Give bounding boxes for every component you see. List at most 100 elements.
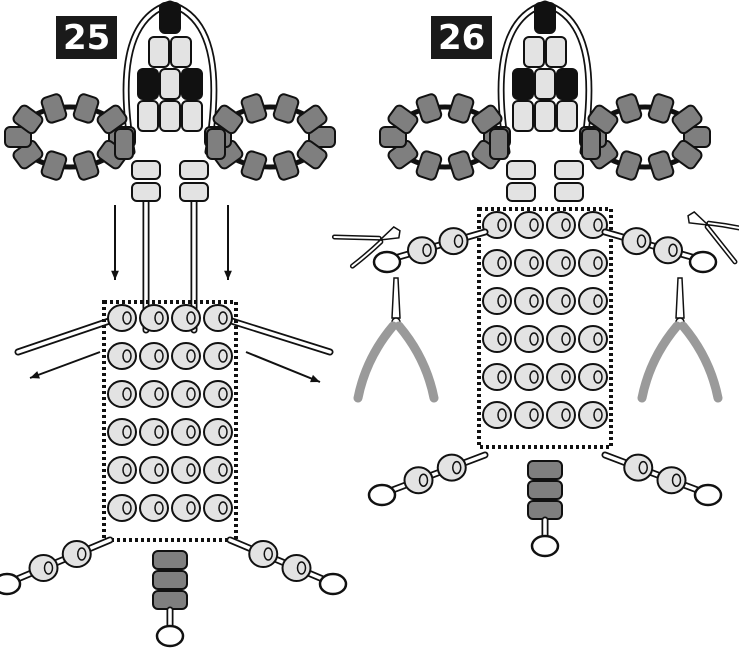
head-bead bbox=[171, 37, 191, 67]
head-bead bbox=[138, 101, 158, 131]
head-bead bbox=[149, 37, 169, 67]
head-bead bbox=[557, 69, 577, 99]
bead bbox=[438, 455, 466, 481]
bead bbox=[140, 495, 168, 521]
bead bbox=[108, 419, 136, 445]
wing-bead bbox=[448, 150, 475, 181]
cord-loop bbox=[157, 626, 183, 646]
wing-bead bbox=[240, 93, 267, 124]
leg-cord bbox=[15, 540, 110, 580]
bead bbox=[204, 305, 232, 331]
bead bbox=[623, 228, 651, 254]
body bbox=[479, 209, 611, 447]
bead bbox=[108, 457, 136, 483]
body bbox=[104, 302, 236, 540]
head-bead bbox=[160, 3, 180, 33]
neck-bead bbox=[555, 183, 583, 201]
pliers-icon bbox=[676, 278, 684, 318]
cord-loop bbox=[374, 252, 400, 272]
wing-bead bbox=[615, 93, 642, 124]
wing-bead bbox=[448, 93, 475, 124]
bead bbox=[579, 364, 607, 390]
head-bead bbox=[513, 69, 533, 99]
pliers-icon bbox=[399, 326, 434, 398]
bead bbox=[547, 212, 575, 238]
tail-bead bbox=[153, 591, 187, 609]
wing-bead bbox=[207, 129, 225, 159]
head-bead bbox=[535, 69, 555, 99]
wing-bead bbox=[415, 93, 442, 124]
arrow-icon bbox=[30, 371, 40, 378]
bead bbox=[624, 455, 652, 481]
bead bbox=[547, 364, 575, 390]
arrow-icon bbox=[310, 375, 320, 382]
side-cord bbox=[222, 318, 330, 352]
neck-bead bbox=[180, 161, 208, 179]
bead bbox=[579, 250, 607, 276]
bead bbox=[140, 343, 168, 369]
head bbox=[5, 3, 335, 201]
bead bbox=[63, 541, 91, 567]
wing-bead bbox=[273, 150, 300, 181]
bead bbox=[483, 402, 511, 428]
bead bbox=[204, 495, 232, 521]
wing-bead bbox=[40, 93, 67, 124]
pliers-icon bbox=[392, 278, 400, 318]
bead bbox=[204, 343, 232, 369]
wing-bead bbox=[273, 93, 300, 124]
cord-loop bbox=[695, 485, 721, 505]
bead bbox=[579, 326, 607, 352]
arrow-icon bbox=[30, 352, 100, 378]
head-bead bbox=[524, 37, 544, 67]
head-bead bbox=[535, 3, 555, 33]
bead bbox=[483, 250, 511, 276]
bead bbox=[440, 228, 468, 254]
bead bbox=[140, 305, 168, 331]
arrow-icon bbox=[246, 352, 320, 382]
tail-bead bbox=[528, 501, 562, 519]
head-bead bbox=[546, 37, 566, 67]
bead bbox=[204, 381, 232, 407]
tail-bead bbox=[528, 481, 562, 499]
bead bbox=[172, 419, 200, 445]
head-bead bbox=[513, 101, 533, 131]
wing-bead bbox=[648, 150, 675, 181]
wing-bead bbox=[582, 129, 600, 159]
wing-bead bbox=[240, 150, 267, 181]
step-25-illustration bbox=[0, 3, 346, 646]
bead bbox=[405, 467, 433, 493]
neck-bead bbox=[180, 183, 208, 201]
bead bbox=[515, 364, 543, 390]
bead bbox=[547, 250, 575, 276]
wing-bead bbox=[40, 150, 67, 181]
bead bbox=[30, 555, 58, 581]
bead bbox=[547, 326, 575, 352]
cord-loop bbox=[369, 485, 395, 505]
bead bbox=[204, 419, 232, 445]
bead bbox=[515, 326, 543, 352]
bead bbox=[172, 343, 200, 369]
bead bbox=[579, 402, 607, 428]
tail-bead bbox=[528, 461, 562, 479]
bead bbox=[108, 495, 136, 521]
leg-cord bbox=[605, 455, 700, 491]
neck-bead bbox=[555, 161, 583, 179]
bead bbox=[579, 288, 607, 314]
arrow-icon bbox=[224, 271, 232, 280]
bead bbox=[483, 364, 511, 390]
wing-bead bbox=[73, 150, 100, 181]
bead bbox=[172, 305, 200, 331]
cord-loop bbox=[320, 574, 346, 594]
wing-bead bbox=[73, 93, 100, 124]
cord-loop bbox=[532, 536, 558, 556]
neck-bead bbox=[507, 183, 535, 201]
bead bbox=[654, 237, 682, 263]
bead bbox=[140, 381, 168, 407]
head-bead bbox=[160, 69, 180, 99]
wing-bead bbox=[115, 129, 133, 159]
step-26-illustration bbox=[334, 3, 739, 556]
pliers-icon bbox=[642, 326, 677, 398]
head-bead bbox=[138, 69, 158, 99]
head bbox=[380, 3, 710, 201]
